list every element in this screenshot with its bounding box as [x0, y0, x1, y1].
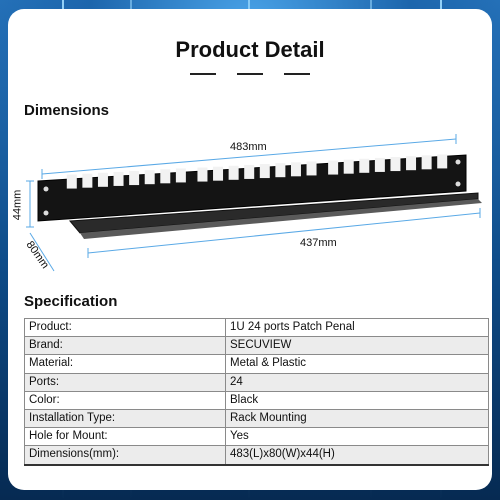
port-keystone-slot — [290, 162, 301, 177]
port-keystone-slot — [406, 156, 417, 171]
spec-row: Hole for Mount:Yes — [24, 427, 489, 447]
spec-row: Ports:24 — [24, 372, 489, 392]
port-keystone-slot — [197, 167, 208, 182]
spec-value: Rack Mounting — [225, 408, 489, 429]
dimension-height-label: 44mm — [11, 189, 24, 221]
port-keystone-slot — [328, 160, 339, 175]
port-group — [66, 154, 448, 189]
port-keystone-slot — [82, 173, 93, 188]
port-keystone-slot — [390, 157, 401, 172]
port-keystone-slot — [244, 164, 255, 179]
port-keystone-slot — [144, 170, 155, 185]
spec-value: 24 — [225, 372, 489, 392]
port-keystone-slot — [228, 165, 239, 180]
title-divider — [284, 73, 310, 75]
spec-value: Metal & Plastic — [225, 354, 489, 374]
port-keystone-slot — [374, 157, 385, 172]
mount-hole — [455, 159, 461, 165]
spec-row: Installation Type:Rack Mounting — [24, 408, 489, 429]
port-keystone-slot — [359, 158, 370, 173]
spec-value: Black — [225, 390, 489, 410]
title-divider — [237, 73, 263, 75]
front-plate — [37, 154, 467, 222]
spec-label: Color: — [24, 390, 226, 410]
spec-label: Hole for Mount: — [24, 427, 226, 447]
spec-row: Brand:SECUVIEW — [24, 336, 489, 356]
mount-hole — [43, 186, 49, 192]
spec-row: Product:1U 24 ports Patch Penal — [24, 317, 489, 338]
port-keystone-slot — [160, 169, 171, 184]
spec-label: Dimensions(mm): — [24, 445, 226, 466]
mount-hole — [455, 181, 461, 187]
port-keystone-slot — [421, 155, 432, 170]
port-keystone-slot — [275, 163, 286, 178]
port-keystone-slot — [175, 168, 186, 183]
spec-label: Material: — [24, 354, 226, 374]
port-keystone-slot — [343, 159, 354, 174]
port-keystone-slot — [129, 171, 140, 186]
port-keystone-slot — [259, 164, 270, 179]
rear-tray-lip — [80, 199, 482, 239]
spec-value: 1U 24 ports Patch Penal — [225, 317, 489, 338]
title-divider — [190, 73, 216, 75]
spec-label: Brand: — [24, 336, 226, 356]
port-keystone-slot — [306, 161, 317, 176]
specification-heading: Specification — [24, 293, 118, 310]
dimension-lines — [26, 134, 481, 272]
spec-value: Yes — [225, 427, 489, 447]
port-keystone-slot — [213, 166, 224, 181]
spec-value: 483(L)x80(W)x44(H) — [225, 445, 489, 466]
spec-value: SECUVIEW — [225, 336, 489, 356]
mount-hole — [43, 210, 49, 216]
spec-row: Color:Black — [24, 390, 489, 410]
page-title: Product Detail — [175, 37, 325, 62]
spec-label: Installation Type: — [24, 408, 226, 429]
spec-label: Ports: — [24, 372, 226, 392]
dimensions-heading: Dimensions — [24, 102, 110, 119]
port-keystone-slot — [97, 172, 108, 187]
product-card: Product Detail Dimensions 483mm 4 — [8, 9, 492, 490]
spec-label: Product: — [24, 317, 226, 338]
dimension-length-label: 437mm — [300, 237, 337, 249]
spec-row: Material:Metal & Plastic — [24, 354, 489, 374]
port-keystone-slot — [66, 174, 77, 189]
spec-row: Dimensions(mm):483(L)x80(W)x44(H) — [24, 445, 489, 466]
port-keystone-slot — [113, 171, 124, 186]
patch-panel-illustration — [26, 134, 482, 272]
port-keystone-slot — [437, 154, 448, 169]
dimension-width-label: 483mm — [230, 141, 267, 153]
